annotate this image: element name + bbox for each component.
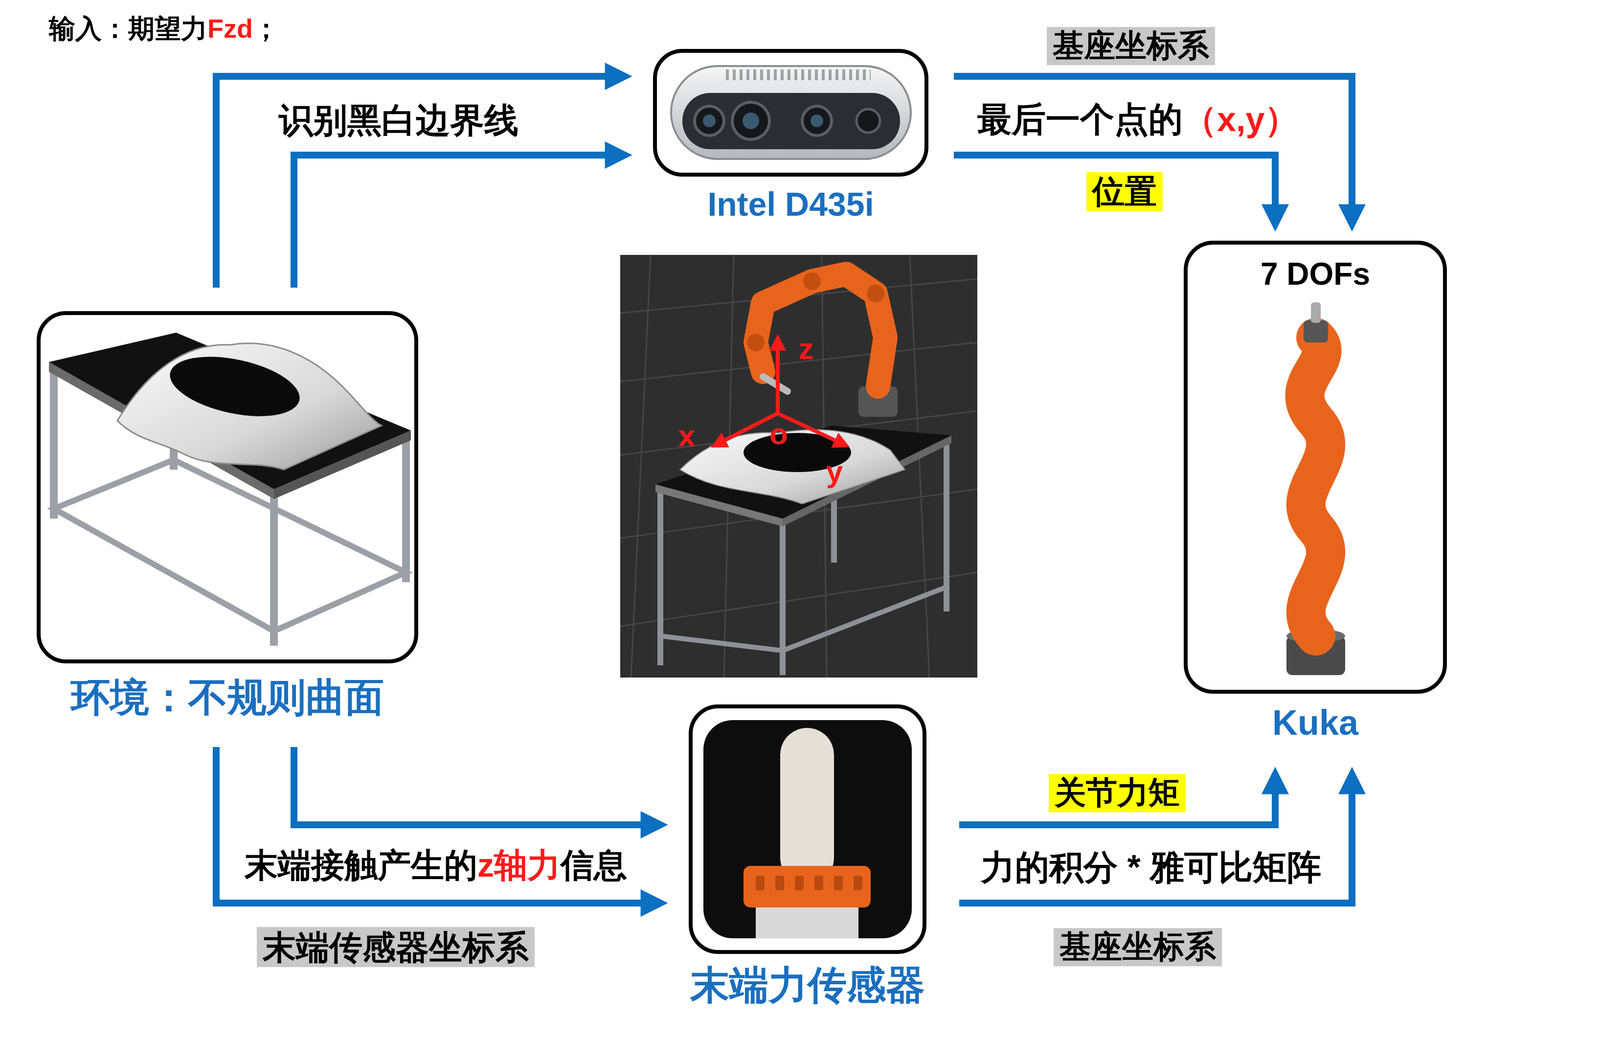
camera-illustration bbox=[682, 92, 901, 150]
edge-note: 末端接触产生的 bbox=[244, 846, 478, 884]
simulation-view bbox=[679, 429, 905, 504]
simulation-view bbox=[620, 254, 978, 678]
sensor-illustration bbox=[703, 720, 912, 939]
simulation-view bbox=[866, 284, 885, 303]
edge-note: 力的积分 * 雅可比矩阵 bbox=[980, 848, 1322, 887]
edge-label: 末端传感器坐标系 bbox=[256, 926, 535, 968]
axis-label: x bbox=[678, 418, 696, 453]
robot-illustration bbox=[1303, 320, 1329, 343]
camera-illustration bbox=[671, 66, 911, 159]
axis-label-group: x bbox=[678, 417, 696, 454]
edge-note-group: 力的积分 * 雅可比矩阵 bbox=[980, 846, 1322, 888]
sensor-illustration bbox=[755, 875, 863, 891]
flow-arrow bbox=[953, 76, 1353, 216]
table-illustration bbox=[117, 343, 382, 470]
axis-label-group: o bbox=[769, 415, 789, 452]
input-note-group: 输入：期望力Fzd； bbox=[48, 12, 280, 45]
camera-illustration bbox=[742, 112, 760, 130]
flow-arrow bbox=[293, 155, 616, 288]
sensor-illustration bbox=[755, 875, 765, 891]
sensor-illustration bbox=[833, 875, 843, 891]
input-note: Fzd bbox=[207, 13, 253, 44]
simulation-view bbox=[660, 586, 947, 651]
input-note: ； bbox=[252, 13, 280, 44]
simulation-view bbox=[620, 278, 978, 627]
input-note: 输入：期望力 bbox=[48, 13, 208, 44]
table-illustration bbox=[48, 332, 411, 490]
robot-illustration bbox=[1304, 337, 1326, 636]
camera-illustration bbox=[702, 114, 716, 128]
axis-label: y bbox=[826, 454, 843, 489]
axis-label-group: y bbox=[826, 453, 843, 490]
simulation-view bbox=[620, 254, 978, 678]
flow-arrow bbox=[216, 746, 652, 903]
camera-illustration bbox=[810, 114, 824, 128]
sensor-illustration bbox=[775, 875, 785, 891]
camera-illustration bbox=[856, 109, 880, 133]
table-illustration bbox=[48, 332, 411, 646]
sensor-box: 末端力传感器 bbox=[688, 704, 927, 954]
device-name: Kuka bbox=[1272, 701, 1359, 744]
simulation-view bbox=[655, 425, 952, 519]
camera-illustration bbox=[694, 106, 724, 136]
camera-illustration bbox=[732, 102, 770, 140]
flow-arrow bbox=[293, 746, 652, 825]
axis-label: z bbox=[798, 331, 814, 366]
table-illustration bbox=[164, 346, 306, 427]
edge-note: z轴力 bbox=[477, 846, 561, 884]
simulation-view bbox=[620, 254, 978, 678]
flow-arrow bbox=[953, 155, 1276, 216]
sensor-illustration bbox=[794, 875, 804, 891]
sensor-illustration bbox=[743, 865, 871, 908]
axis-label-group: z bbox=[798, 330, 814, 367]
sensor-illustration bbox=[780, 727, 834, 885]
robot-illustration bbox=[1286, 302, 1346, 676]
edge-note: 最后一个点的 bbox=[977, 100, 1183, 139]
edge-label: 关节力矩 bbox=[1048, 773, 1186, 812]
robot-illustration bbox=[1310, 302, 1321, 323]
edge-note-group: 末端接触产生的z轴力信息 bbox=[244, 845, 628, 886]
simulation-view bbox=[746, 333, 765, 352]
sensor-illustration bbox=[814, 875, 824, 891]
dof-label: 7 DOFs bbox=[1260, 255, 1371, 293]
sensor-illustration bbox=[853, 875, 863, 891]
camera-illustration bbox=[671, 66, 911, 159]
edge-note: 信息 bbox=[560, 846, 628, 884]
edge-label: 基座坐标系 bbox=[1046, 26, 1216, 66]
sensor-illustration bbox=[703, 720, 912, 939]
axis-label: o bbox=[769, 416, 789, 451]
simulation-view bbox=[763, 376, 788, 392]
simulation-view bbox=[755, 273, 886, 387]
device-name: Intel D435i bbox=[707, 184, 874, 225]
camera-box: Intel D435i bbox=[653, 48, 929, 177]
camera-illustration bbox=[802, 106, 832, 136]
simulation-view bbox=[718, 413, 778, 444]
edge-label: 基座坐标系 bbox=[1053, 927, 1222, 967]
environment-box: 环境：不规则曲面 bbox=[36, 311, 419, 664]
camera-illustration bbox=[723, 69, 871, 81]
robot-box: 7 DOFsKuka bbox=[1183, 240, 1447, 694]
edge-label: 位置 bbox=[1086, 172, 1163, 212]
edge-label: 识别黑白边界线 bbox=[272, 99, 525, 142]
environment-name: 环境：不规则曲面 bbox=[70, 674, 384, 722]
edge-note-group: 最后一个点的（x,y） bbox=[977, 98, 1299, 140]
device-name: 末端力传感器 bbox=[690, 961, 925, 1009]
table-illustration bbox=[53, 459, 406, 631]
edge-note: （x,y） bbox=[1182, 100, 1299, 139]
simulation-view bbox=[803, 272, 821, 291]
simulation-view bbox=[775, 342, 780, 414]
flow-arrow bbox=[216, 76, 616, 288]
